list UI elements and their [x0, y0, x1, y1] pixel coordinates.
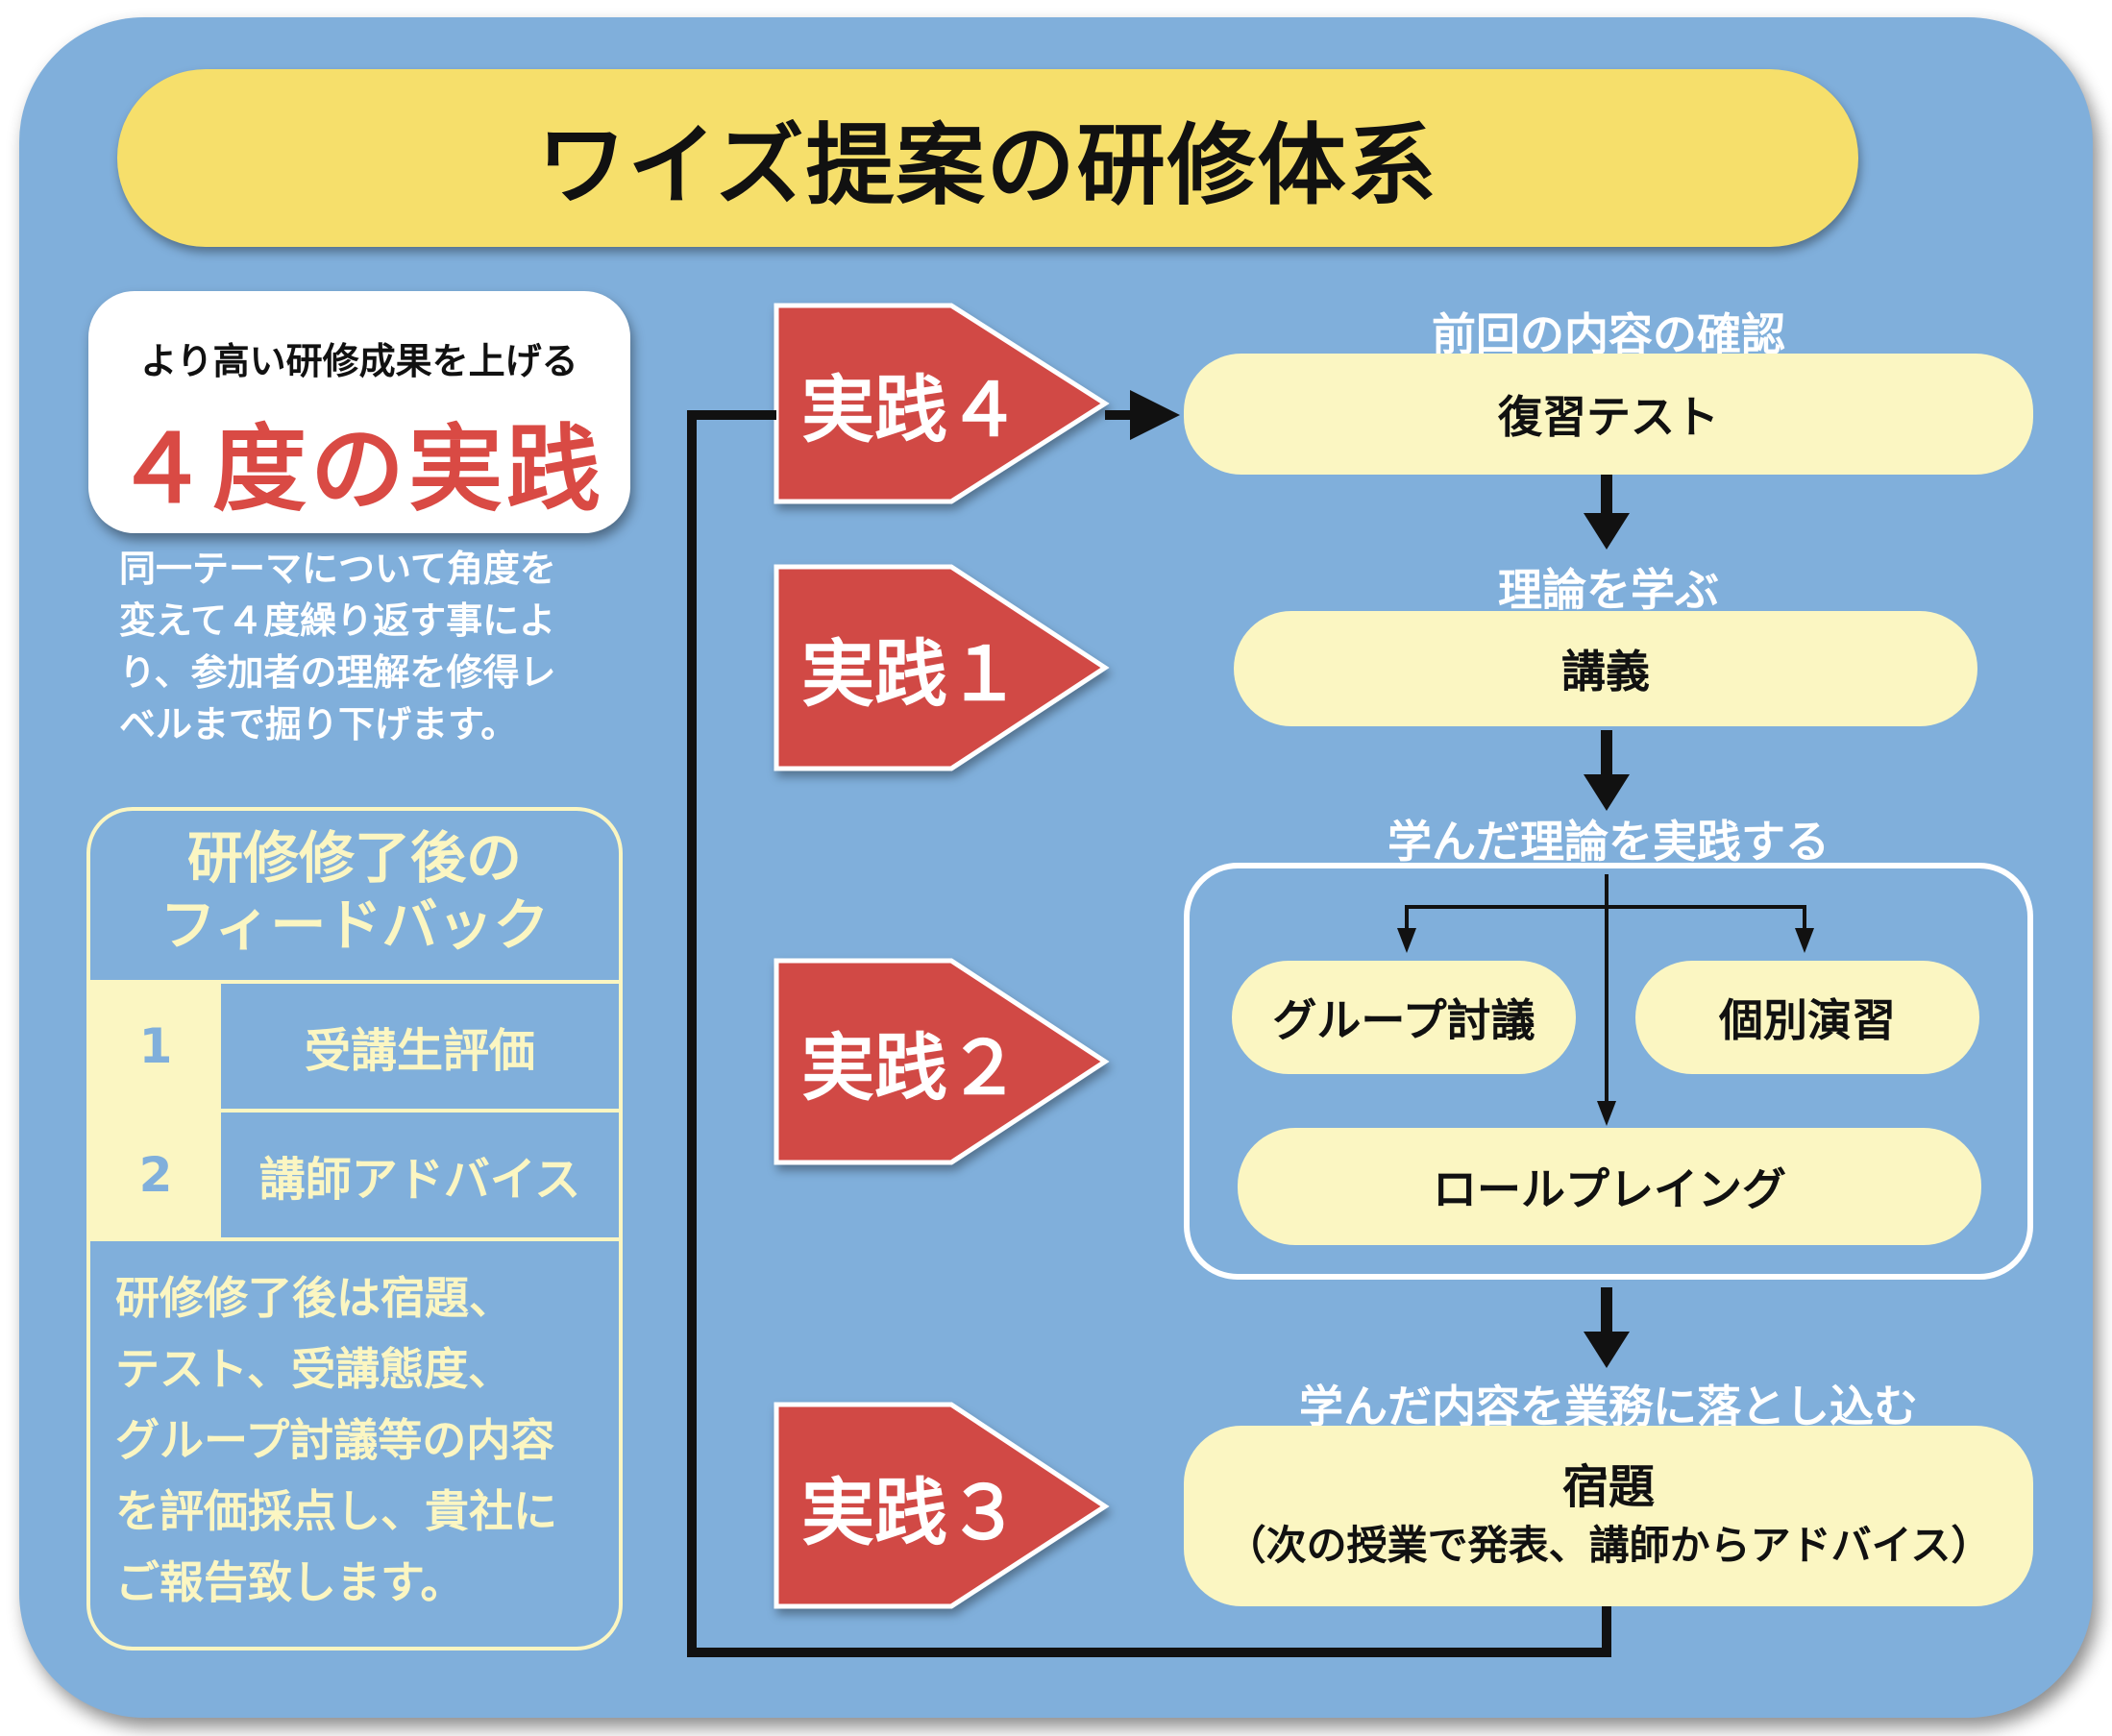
step-label-practice-1: 実践１	[801, 631, 1020, 717]
step-caption: 理論を学ぶ	[1498, 564, 1719, 616]
step-arrow-shape	[774, 958, 1110, 1165]
feedback-description: 研修修了後は宿題、 テスト、受講態度、 グループ討議等の内容 を評価採点し、貴社…	[115, 1262, 615, 1618]
feedback-box: 研修修了後の フィードバック 1 受講生評価 2 講師アドバイス 研修修了後は宿…	[86, 807, 623, 1650]
feedback-description-line: テスト、受講態度、	[115, 1343, 513, 1395]
step-label-practice-4: 実践４	[801, 367, 1020, 452]
feedback-item-label: 受講生評価	[304, 1024, 535, 1078]
role-play-label: ロールプレイング	[1433, 1163, 1786, 1215]
intro-card-subtitle: より高い研修成果を上げる	[140, 340, 578, 382]
lecture-box: 講義	[1234, 611, 1977, 726]
group-discussion-box: グループ討議	[1232, 961, 1576, 1074]
step-arrow-shape	[774, 564, 1110, 771]
review-test-label: 復習テスト	[1498, 391, 1719, 443]
feedback-divider	[90, 980, 619, 984]
step-caption: 前回の内容の確認	[1432, 308, 1785, 360]
individual-exercise-box: 個別演習	[1635, 961, 1979, 1074]
feedback-item-number: 1	[90, 984, 221, 1109]
feedback-description-line: ご報告致します。	[115, 1556, 465, 1608]
loop-back-arrowhead	[1130, 390, 1180, 440]
feedback-divider	[90, 1109, 619, 1113]
feedback-description-line: 研修修了後は宿題、	[115, 1272, 513, 1324]
intro-card: より高い研修成果を上げる ４度の実践	[88, 291, 630, 533]
feedback-title-line: 研修修了後の	[186, 825, 522, 891]
feedback-description-line: グループ討議等の内容	[115, 1414, 555, 1466]
individual-exercise-label: 個別演習	[1719, 994, 1896, 1046]
feedback-description-line: を評価採点し、貴社に	[115, 1485, 557, 1537]
page-title: ワイズ提案の研修体系	[537, 114, 1438, 217]
practice-group-box	[1184, 863, 2033, 1280]
step-caption: 学んだ内容を業務に落とし込む	[1299, 1381, 1918, 1432]
step-label-practice-3: 実践３	[801, 1470, 1020, 1555]
intro-description-line: 変えて４度繰り返す事によ	[119, 599, 556, 642]
intro-description-line: 同一テーマについて角度を	[119, 548, 556, 590]
loop-back-line	[687, 410, 1611, 1657]
intro-description: 同一テーマについて角度を 変えて４度繰り返す事によ り、参加者の理解を修得レ ベ…	[119, 543, 619, 750]
homework-note: （次の授業で発表、講師からアドバイス）	[1225, 1522, 1992, 1569]
step-arrow-shape	[774, 303, 1110, 504]
group-branch-lines	[1405, 874, 1806, 1105]
role-play-box: ロールプレイング	[1238, 1128, 1981, 1245]
step-arrow-shapes	[774, 303, 1110, 1609]
step-label-practice-2: 実践２	[801, 1025, 1020, 1111]
feedback-item-number: 2	[90, 1113, 221, 1237]
step-arrow-shape	[774, 1402, 1110, 1609]
intro-card-headline: ４度の実践	[113, 415, 604, 525]
flow-down-arrows	[1584, 471, 1630, 1368]
lecture-label: 講義	[1561, 646, 1650, 697]
homework-title: 宿題	[1561, 1460, 1655, 1514]
step-caption: 学んだ理論を実践する	[1388, 816, 1830, 868]
group-branch-arrowheads	[1397, 928, 1814, 1126]
intro-description-line: り、参加者の理解を修得レ	[119, 651, 556, 694]
feedback-title-line: フィードバック	[160, 892, 550, 958]
feedback-divider	[90, 1237, 619, 1241]
group-discussion-label: グループ討議	[1272, 994, 1535, 1046]
feedback-item-label: 講師アドバイス	[258, 1153, 581, 1207]
review-test-box: 復習テスト	[1184, 354, 2033, 475]
feedback-title: 研修修了後の フィードバック	[90, 824, 619, 959]
homework-box: 宿題 （次の授業で発表、講師からアドバイス）	[1184, 1426, 2033, 1606]
title-bar: ワイズ提案の研修体系	[117, 69, 1858, 247]
intro-description-line: ベルまで掘り下げます。	[119, 703, 518, 746]
